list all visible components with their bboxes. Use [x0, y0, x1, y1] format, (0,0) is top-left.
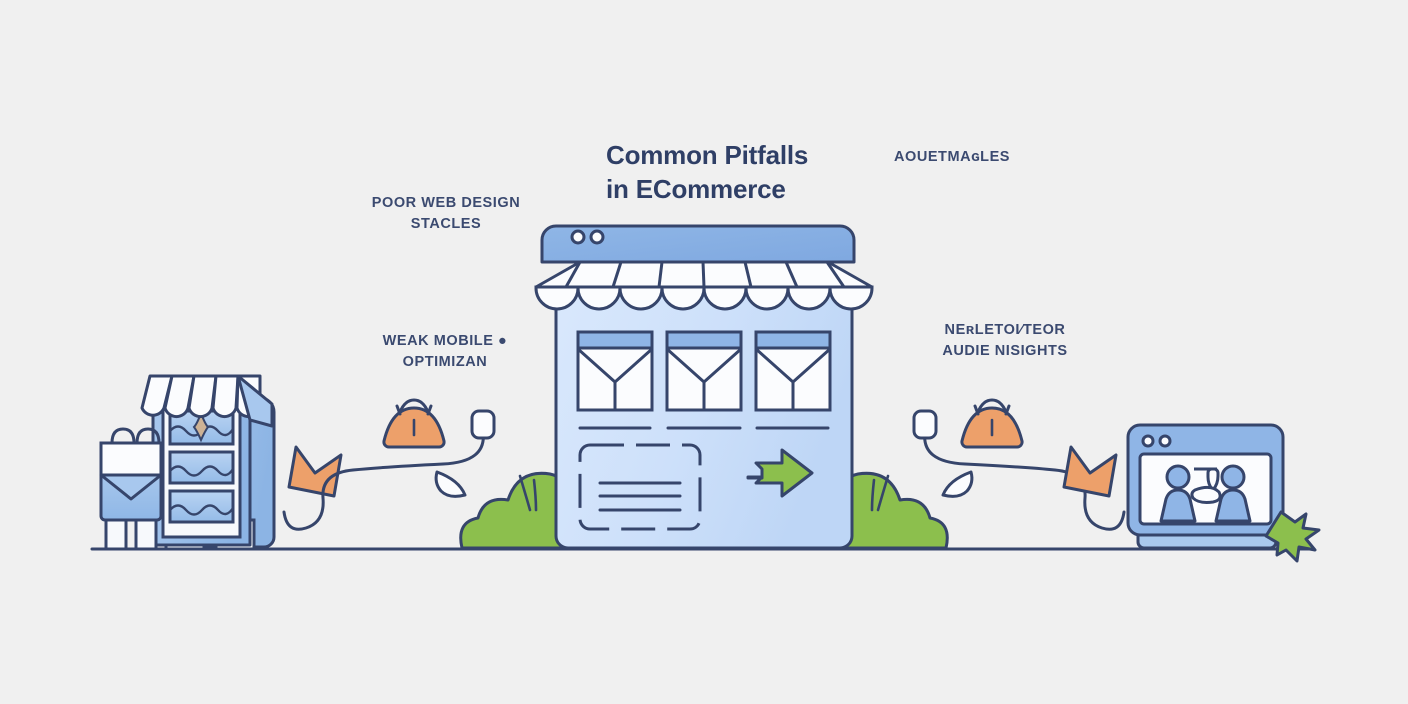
browser-window-people	[1126, 423, 1321, 563]
green-arrow-right	[746, 448, 814, 498]
title-line-1: Common Pitfalls	[606, 140, 809, 170]
shop-shelf	[168, 489, 235, 524]
storefront-window	[665, 330, 743, 412]
browser-dot	[589, 229, 605, 245]
speech-bubbles	[1190, 467, 1222, 504]
storefront-window	[576, 330, 654, 412]
lamp-right	[960, 398, 1024, 449]
green-starburst	[1264, 510, 1321, 563]
storefront-window	[754, 330, 832, 412]
label-poor-web-design: POOR WEB DESIGN STACLES	[346, 193, 546, 235]
label-audience-insights-line-1: NEʀLETOI∕TEOR	[944, 322, 1066, 338]
label-weak-mobile-line-1: WEAK MOBILE ●	[382, 333, 508, 349]
browser-dot	[1158, 434, 1172, 448]
orange-zigzag-right	[1062, 445, 1118, 498]
wire-plug-right	[912, 409, 938, 440]
small-shop-kiosk	[99, 374, 276, 551]
title-line-2: in ECommerce	[606, 174, 786, 204]
awning-scallops	[534, 285, 874, 311]
person-left	[1159, 464, 1197, 523]
label-audience-insights: NEʀLETOI∕TEOR AUDIE NISIGHTS	[905, 320, 1105, 362]
wire-plug-left	[470, 409, 496, 440]
storefront-windows	[576, 330, 832, 412]
browser-dot	[1141, 434, 1155, 448]
card-text-lines	[598, 481, 682, 512]
label-poor-web-design-line-1: POOR WEB DESIGN	[371, 195, 521, 211]
label-weak-mobile-optimization: WEAK MOBILE ● OPTIMIZAN	[345, 331, 545, 373]
orange-zigzag-left	[287, 445, 343, 498]
shop-awning-flap	[236, 374, 274, 428]
central-storefront	[534, 224, 874, 550]
page-title: Common Pitfalls in ECommerce	[606, 138, 906, 206]
shop-ornament	[192, 410, 210, 443]
storefront-content-card	[578, 443, 702, 531]
browser-stand	[1136, 533, 1278, 550]
label-advantages-text: AOUETMAɢLES	[893, 149, 1011, 165]
label-poor-web-design-line-2: STACLES	[410, 216, 482, 232]
browser-dot	[570, 229, 586, 245]
label-audience-insights-line-2: AUDIE NISIGHTS	[942, 343, 1068, 359]
lamp-left	[382, 398, 446, 449]
label-weak-mobile-line-2: OPTIMIZAN	[402, 354, 488, 370]
person-right	[1214, 464, 1252, 523]
shop-shelf	[168, 450, 235, 485]
label-advantages: AOUETMAɢLES	[852, 147, 1052, 168]
awning-panels	[564, 261, 846, 288]
storefront-browser-header	[540, 224, 856, 264]
teardrop-right	[941, 470, 974, 498]
teardrop-left	[434, 470, 467, 498]
wire-left	[282, 430, 485, 531]
shopping-bag	[99, 427, 163, 551]
